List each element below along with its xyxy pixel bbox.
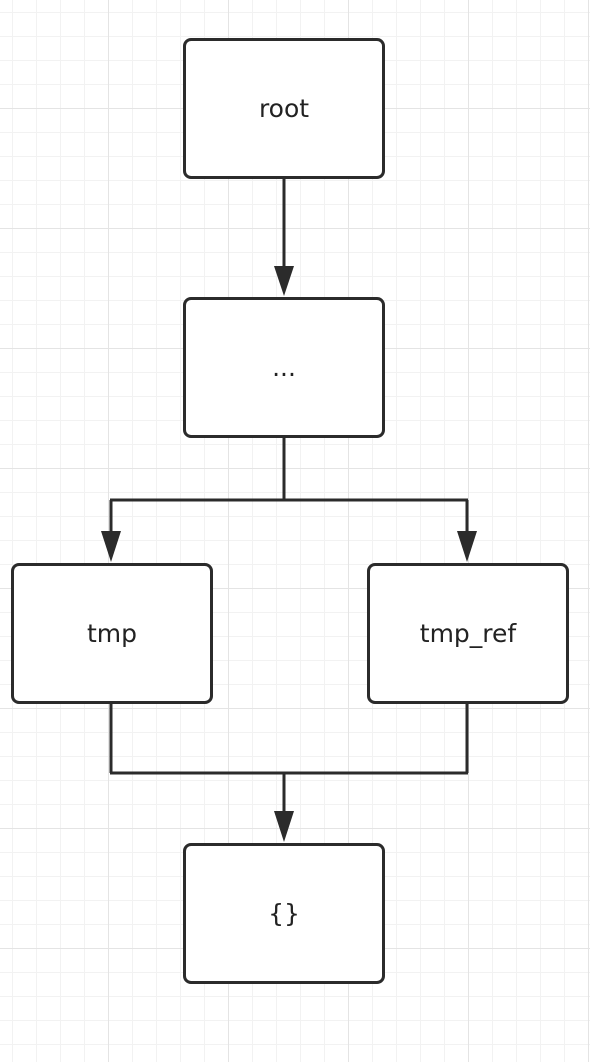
arrowhead-root-to-ellipsis — [274, 266, 294, 296]
node-empty-object[interactable]: {} — [183, 843, 385, 984]
node-tmp-ref-label: tmp_ref — [419, 619, 517, 648]
node-ellipsis-label: ... — [272, 353, 296, 382]
node-tmp-ref[interactable]: tmp_ref — [367, 563, 569, 704]
node-tmp[interactable]: tmp — [11, 563, 213, 704]
node-root-label: root — [258, 94, 310, 123]
node-empty-object-label: {} — [268, 899, 300, 928]
arrowhead-to-empty-object — [274, 811, 294, 842]
node-ellipsis[interactable]: ... — [183, 297, 385, 438]
arrowhead-to-tmp-ref — [457, 531, 477, 562]
arrowhead-to-tmp — [101, 531, 121, 562]
node-tmp-label: tmp — [86, 619, 138, 648]
node-root[interactable]: root — [183, 38, 385, 179]
